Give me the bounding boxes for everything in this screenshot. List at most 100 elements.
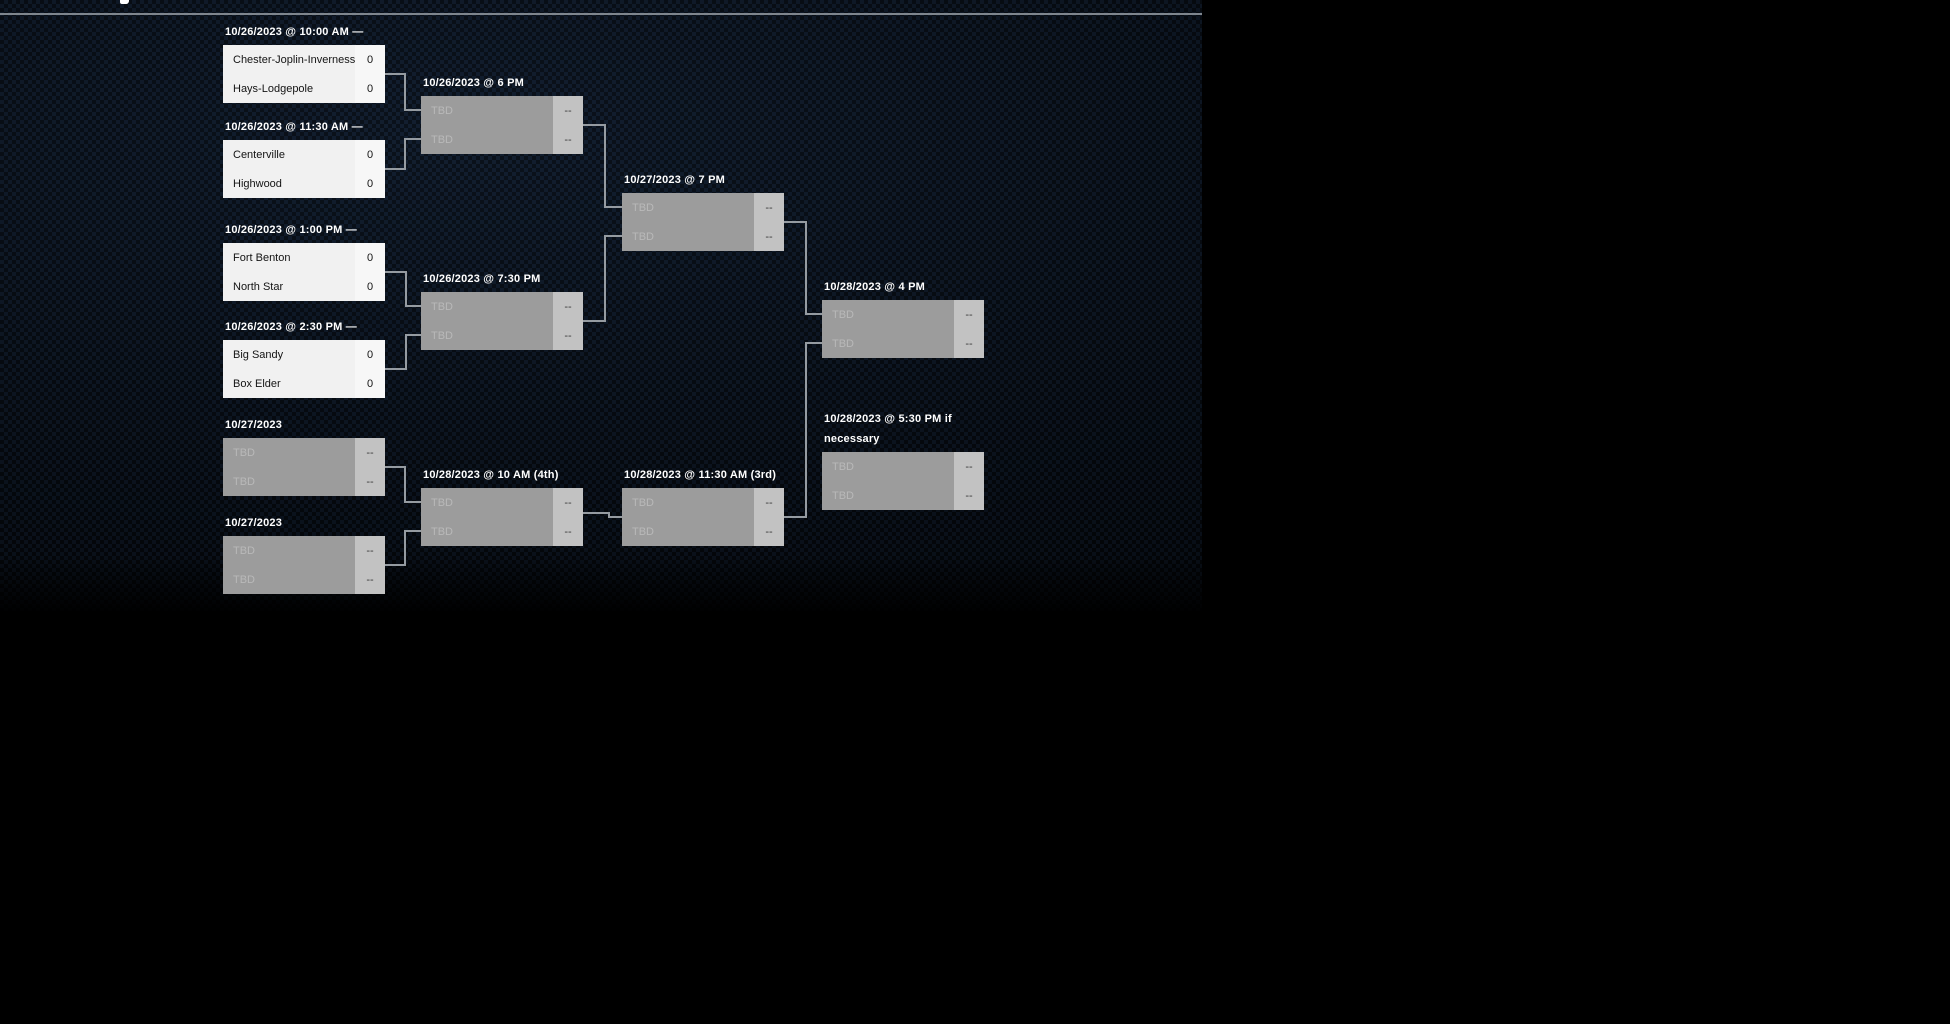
- team-name: TBD: [622, 222, 754, 251]
- team-name: TBD: [622, 193, 754, 222]
- game-9[interactable]: 10/28/2023 @ 10 AM (4th) TBD -- TBD --: [421, 469, 583, 546]
- game-1[interactable]: 10/26/2023 @ 10:00 AM — Chester-Joplin-I…: [223, 26, 385, 103]
- team-row[interactable]: North Star 0: [223, 272, 385, 301]
- game-13[interactable]: 10/28/2023 @ 5:30 PM if necessary TBD --…: [822, 413, 984, 510]
- team-row[interactable]: TBD --: [421, 517, 583, 546]
- connector-line: [385, 334, 421, 370]
- game-time-label: 10/26/2023 @ 2:30 PM —: [225, 321, 357, 333]
- game-time-label: 10/26/2023 @ 7:30 PM: [423, 273, 541, 285]
- game-box: Big Sandy 0 Box Elder 0: [223, 340, 385, 398]
- team-row[interactable]: TBD --: [822, 481, 984, 510]
- game-6[interactable]: 10/27/2023 TBD -- TBD --: [223, 517, 385, 594]
- connector-line: [583, 235, 622, 322]
- connector-line: [385, 271, 421, 307]
- team-name: Highwood: [223, 169, 355, 198]
- game-box: TBD -- TBD --: [421, 96, 583, 154]
- team-score: --: [553, 292, 583, 321]
- team-row[interactable]: TBD --: [822, 300, 984, 329]
- game-time-label: 10/26/2023 @ 6 PM: [423, 77, 524, 89]
- team-name: TBD: [223, 467, 355, 496]
- team-name: TBD: [822, 300, 954, 329]
- game-time-label: 10/26/2023 @ 1:00 PM —: [225, 224, 357, 236]
- game-5[interactable]: 10/27/2023 TBD -- TBD --: [223, 419, 385, 496]
- game-box: TBD -- TBD --: [622, 193, 784, 251]
- game-3[interactable]: 10/26/2023 @ 1:00 PM — Fort Benton 0 Nor…: [223, 224, 385, 301]
- team-row[interactable]: TBD --: [622, 222, 784, 251]
- connector-line: [583, 124, 622, 208]
- game-time-label: 10/26/2023 @ 11:30 AM —: [225, 121, 363, 133]
- team-score: 0: [355, 243, 385, 272]
- team-row[interactable]: Chester-Joplin-Inverness 0: [223, 45, 385, 74]
- team-row[interactable]: TBD --: [421, 321, 583, 350]
- game-box: TBD -- TBD --: [421, 292, 583, 350]
- game-time-label: 10/28/2023 @ 11:30 AM (3rd): [624, 469, 777, 481]
- team-score: --: [355, 467, 385, 496]
- game-time-label: 10/27/2023 @ 7 PM: [624, 174, 725, 186]
- team-row[interactable]: TBD --: [421, 488, 583, 517]
- team-name: TBD: [822, 452, 954, 481]
- team-name: TBD: [223, 536, 355, 565]
- game-11[interactable]: 10/28/2023 @ 11:30 AM (3rd) TBD -- TBD -…: [622, 469, 784, 546]
- team-score: --: [355, 536, 385, 565]
- game-time-label: 10/26/2023 @ 10:00 AM —: [225, 26, 364, 38]
- team-row[interactable]: Highwood 0: [223, 169, 385, 198]
- team-row[interactable]: Fort Benton 0: [223, 243, 385, 272]
- game-box: TBD -- TBD --: [822, 300, 984, 358]
- team-name: TBD: [622, 517, 754, 546]
- connector-line: [385, 530, 421, 566]
- game-8[interactable]: 10/26/2023 @ 7:30 PM TBD -- TBD --: [421, 273, 583, 350]
- team-score: --: [754, 222, 784, 251]
- team-row[interactable]: TBD --: [421, 96, 583, 125]
- team-row[interactable]: Box Elder 0: [223, 369, 385, 398]
- game-time-label: 10/28/2023 @ 5:30 PM if necessary: [824, 413, 952, 445]
- team-row[interactable]: TBD --: [223, 536, 385, 565]
- team-row[interactable]: TBD --: [421, 292, 583, 321]
- game-10[interactable]: 10/27/2023 @ 7 PM TBD -- TBD --: [622, 174, 784, 251]
- team-score: --: [754, 517, 784, 546]
- team-name: Fort Benton: [223, 243, 355, 272]
- game-box: TBD -- TBD --: [622, 488, 784, 546]
- team-name: TBD: [223, 438, 355, 467]
- team-row[interactable]: Big Sandy 0: [223, 340, 385, 369]
- team-row[interactable]: TBD --: [622, 488, 784, 517]
- team-name: Big Sandy: [223, 340, 355, 369]
- team-score: 0: [355, 169, 385, 198]
- game-time-label: 10/27/2023: [225, 419, 283, 431]
- team-row[interactable]: TBD --: [223, 438, 385, 467]
- team-score: --: [553, 321, 583, 350]
- team-score: 0: [355, 272, 385, 301]
- game-box: TBD -- TBD --: [223, 536, 385, 594]
- team-row[interactable]: Hays-Lodgepole 0: [223, 74, 385, 103]
- team-score: --: [553, 125, 583, 154]
- connector-line: [385, 138, 421, 170]
- team-name: TBD: [421, 292, 553, 321]
- team-score: --: [355, 438, 385, 467]
- game-7[interactable]: 10/26/2023 @ 6 PM TBD -- TBD --: [421, 77, 583, 154]
- team-score: --: [553, 517, 583, 546]
- team-name: Chester-Joplin-Inverness: [223, 45, 355, 74]
- team-name: Box Elder: [223, 369, 355, 398]
- team-row[interactable]: Centerville 0: [223, 140, 385, 169]
- game-4[interactable]: 10/26/2023 @ 2:30 PM — Big Sandy 0 Box E…: [223, 321, 385, 398]
- team-row[interactable]: TBD --: [622, 193, 784, 222]
- team-score: --: [553, 96, 583, 125]
- team-name: TBD: [421, 321, 553, 350]
- team-row[interactable]: TBD --: [223, 467, 385, 496]
- team-row[interactable]: TBD --: [223, 565, 385, 594]
- team-row[interactable]: TBD --: [822, 329, 984, 358]
- connector-line: [583, 512, 622, 518]
- game-2[interactable]: 10/26/2023 @ 11:30 AM — Centerville 0 Hi…: [223, 121, 385, 198]
- team-row[interactable]: TBD --: [622, 517, 784, 546]
- team-name: TBD: [223, 565, 355, 594]
- game-12[interactable]: 10/28/2023 @ 4 PM TBD -- TBD --: [822, 281, 984, 358]
- team-row[interactable]: TBD --: [822, 452, 984, 481]
- bracket-board: 10/26/2023 @ 10:00 AM — Chester-Joplin-I…: [0, 0, 1202, 611]
- game-time-label: 10/28/2023 @ 10 AM (4th): [423, 469, 559, 481]
- connector-line: [784, 221, 822, 315]
- game-box: Chester-Joplin-Inverness 0 Hays-Lodgepol…: [223, 45, 385, 103]
- team-name: Hays-Lodgepole: [223, 74, 355, 103]
- team-name: North Star: [223, 272, 355, 301]
- game-box: Centerville 0 Highwood 0: [223, 140, 385, 198]
- team-row[interactable]: TBD --: [421, 125, 583, 154]
